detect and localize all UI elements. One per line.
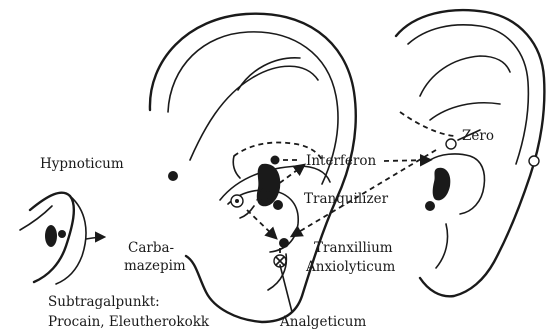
side-view-tragus <box>45 225 57 247</box>
right-ear-tragus-point <box>425 201 435 211</box>
interferon-point <box>271 156 280 165</box>
label-tranquilizer: Tranquilizer <box>304 191 389 207</box>
label-analgeticum: Analgeticum <box>279 314 366 330</box>
hypnoticum-point <box>168 171 178 181</box>
label-carba-line2: mazepim <box>124 258 186 274</box>
side-view-ear <box>20 193 104 284</box>
subtragal-point <box>58 230 66 238</box>
label-subtragal-line1: Subtragalpunkt: <box>48 294 160 310</box>
tranquilizer-point <box>273 200 283 210</box>
carbamazepim-point-center <box>235 199 239 203</box>
label-tranxillium-line1: Tranxillium <box>314 240 393 256</box>
label-interferon: Interferon <box>306 153 376 169</box>
right-ear-lateral-point <box>529 156 539 166</box>
tragus-shape <box>257 164 281 207</box>
label-hypnoticum: Hypnoticum <box>40 156 124 172</box>
label-zero: Zero <box>462 128 494 144</box>
right-tragus-shape <box>433 168 451 201</box>
right-ear <box>396 10 544 296</box>
label-carba-line1: Carba- <box>128 240 174 256</box>
tranxillium-point <box>279 238 289 248</box>
label-subtragal-line2: Procain, Eleutherokokk <box>48 314 210 330</box>
label-tranxillium-line2: Anxiolyticum <box>305 259 395 275</box>
zero-point <box>446 139 456 149</box>
